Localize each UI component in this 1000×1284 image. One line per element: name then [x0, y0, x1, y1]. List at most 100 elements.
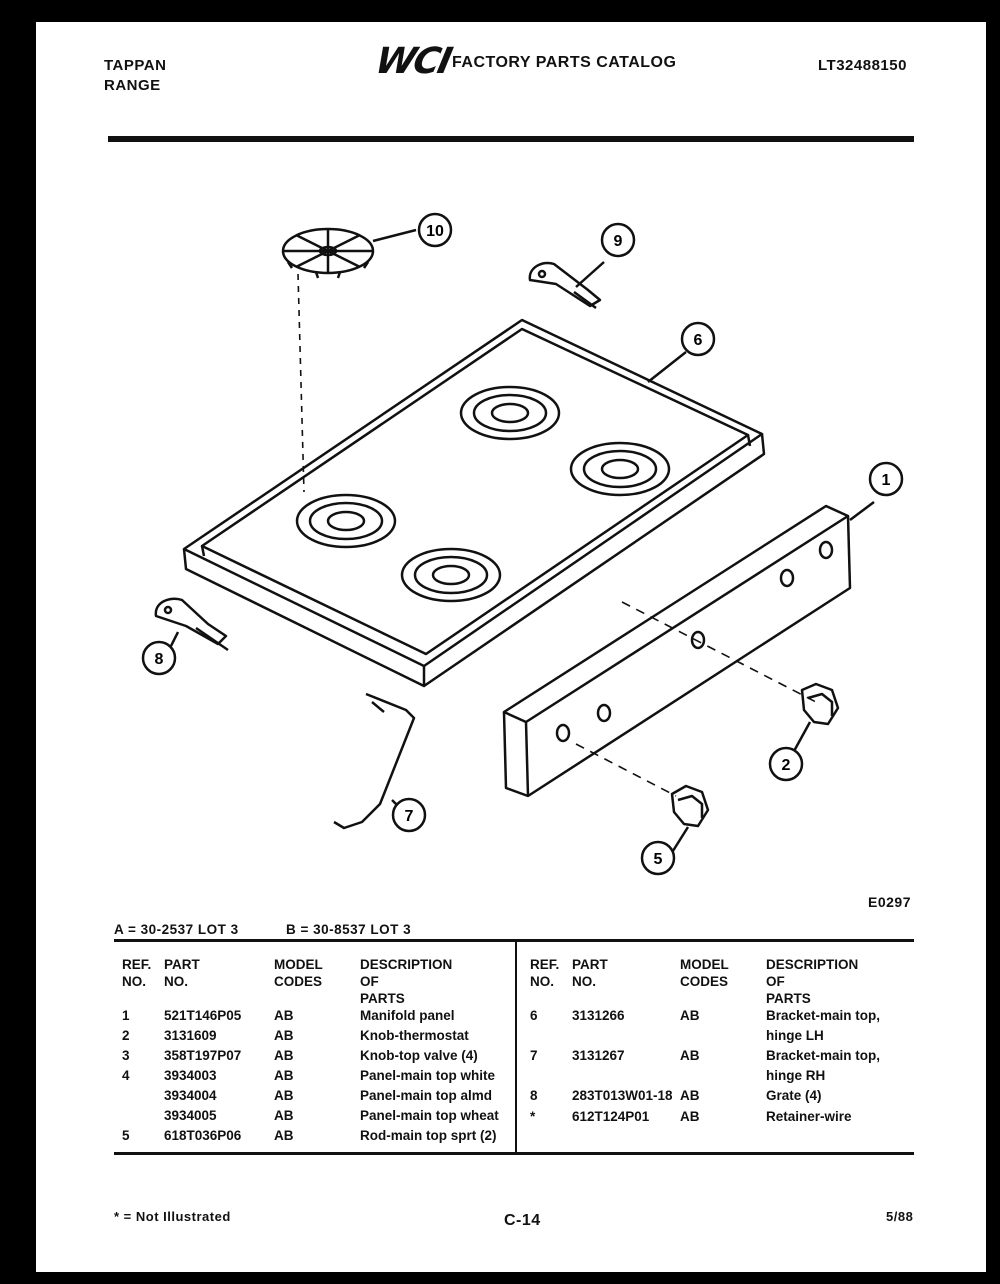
- callout-label: 9: [614, 233, 623, 250]
- cell-description-line2: [766, 1127, 906, 1128]
- callout-label: 8: [155, 651, 164, 668]
- drawing-code: E0297: [868, 894, 911, 910]
- footnote: * = Not Illustrated: [114, 1209, 231, 1224]
- header-part-no: NO.: [572, 974, 597, 989]
- cell-description-line2: hinge RH: [766, 1068, 826, 1083]
- cell-model-codes: AB: [680, 1088, 700, 1103]
- cell-ref-no: 6: [530, 1008, 538, 1023]
- callout-label: 1: [882, 472, 891, 489]
- header-description: DESCRIPTION: [766, 957, 859, 972]
- knob-guide-line-upper: [621, 601, 817, 703]
- leader-line-10: [372, 228, 417, 243]
- catalog-title: FACTORY PARTS CATALOG: [452, 54, 677, 71]
- cell-ref-no: [122, 1106, 164, 1126]
- grate-drawing: [281, 227, 375, 279]
- table-column-divider: [515, 942, 517, 1152]
- cell-part-no: 3131267: [572, 1048, 625, 1063]
- cell-part-no: 283T013W01-18: [572, 1088, 673, 1103]
- header-part: PART: [164, 957, 200, 972]
- page-number: C-14: [504, 1212, 541, 1229]
- callout-5: 5: [640, 840, 676, 876]
- cell-ref-no: *: [530, 1109, 536, 1124]
- cell-description: Retainer-wire: [766, 1109, 852, 1124]
- cell-description: Bracket-main top,: [766, 1008, 881, 1023]
- model-code-a: A = 30-2537 LOT 3: [114, 922, 239, 937]
- cell-part-no: 3934004: [164, 1088, 217, 1103]
- cell-part-no: 3934005: [164, 1108, 217, 1123]
- cell-description: Manifold panel: [360, 1008, 455, 1023]
- cell-description: Panel-main top almd: [360, 1088, 493, 1103]
- callout-2: 2: [768, 746, 804, 782]
- callout-10: 10: [417, 212, 453, 248]
- callout-1: 1: [868, 461, 904, 497]
- bracket-hinge-lh-drawing: [154, 597, 229, 652]
- cell-part-no: 521T146P05: [164, 1008, 242, 1023]
- header-ref: REF.: [530, 957, 560, 972]
- header-codes: CODES: [274, 974, 323, 989]
- table-row: 6 3131266 AB Bracket-main top,: [530, 1006, 906, 1026]
- brand-line-2: RANGE: [104, 77, 161, 94]
- callout-9: 9: [600, 222, 636, 258]
- table-top-rule: [114, 939, 914, 942]
- cell-model-codes: AB: [680, 1048, 700, 1063]
- callout-label: 5: [654, 851, 663, 868]
- cell-description: Bracket-main top,: [766, 1048, 881, 1063]
- model-number: LT32488150: [818, 57, 907, 74]
- table-row: 3934005 AB Panel-main top wheat: [122, 1106, 520, 1126]
- bracket-hinge-rh-drawing: [528, 261, 602, 310]
- cell-part-no: 612T124P01: [572, 1109, 650, 1124]
- knob-guide-line-lower: [575, 743, 677, 797]
- header-ref-no: NO.: [122, 974, 147, 989]
- exploded-parts-diagram: 10 9 6 1 8 7 2 5: [141, 212, 904, 876]
- cell-model-codes: AB: [274, 1028, 294, 1043]
- cell-description: Grate (4): [766, 1088, 822, 1103]
- cell-ref-no: 5: [122, 1128, 130, 1143]
- manifold-panel-drawing: [502, 504, 852, 798]
- header-codes: CODES: [680, 974, 729, 989]
- cell-part-no: 3934003: [164, 1068, 217, 1083]
- header-description: DESCRIPTION: [360, 957, 453, 972]
- cell-part-no: 3131266: [572, 1008, 625, 1023]
- knob-thermostat-drawing: [800, 682, 840, 726]
- table-row-continuation: hinge RH: [530, 1066, 906, 1086]
- cell-ref-no: 1: [122, 1008, 130, 1023]
- header-model: MODEL: [274, 957, 323, 972]
- table-row: 1 521T146P05 AB Manifold panel: [122, 1006, 520, 1026]
- cell-model-codes: AB: [274, 1048, 294, 1063]
- table-row-continuation: hinge LH: [530, 1026, 906, 1046]
- rod-drawing: [333, 692, 416, 830]
- cell-model-codes: AB: [680, 1008, 700, 1023]
- table-row: * 612T124P01 AB Retainer-wire: [530, 1107, 906, 1127]
- cell-model-codes: AB: [274, 1128, 294, 1143]
- cell-model-codes: AB: [274, 1008, 294, 1023]
- cell-description: Knob-thermostat: [360, 1028, 469, 1043]
- cell-description: Panel-main top wheat: [360, 1108, 499, 1123]
- callout-label: 2: [782, 757, 791, 774]
- callout-label: 6: [694, 332, 703, 349]
- table-bottom-rule: [114, 1152, 914, 1155]
- cell-ref-no: 4: [122, 1068, 130, 1083]
- callout-7: 7: [391, 797, 427, 833]
- cell-ref-no: [122, 1086, 164, 1106]
- leader-line-6: [647, 351, 687, 383]
- leader-line-9: [575, 261, 605, 288]
- cell-description: Panel-main top white: [360, 1068, 496, 1083]
- header-part: PART: [572, 957, 608, 972]
- callout-8: 8: [141, 640, 177, 676]
- header-of-parts: OF PARTS: [360, 974, 405, 1006]
- cell-model-codes: AB: [274, 1088, 294, 1103]
- catalog-page: TAPPAN RANGE WCI FACTORY PARTS CATALOG L…: [36, 22, 986, 1272]
- header-of-parts: OF PARTS: [766, 974, 811, 1006]
- cell-model-codes: AB: [274, 1108, 294, 1123]
- main-top-panel-drawing: [182, 318, 766, 688]
- table-row: 8 283T013W01-18 AB Grate (4): [530, 1086, 906, 1106]
- cell-ref-no: 8: [530, 1088, 538, 1103]
- cell-model-codes: AB: [680, 1109, 700, 1124]
- grate-guide-line: [297, 273, 305, 493]
